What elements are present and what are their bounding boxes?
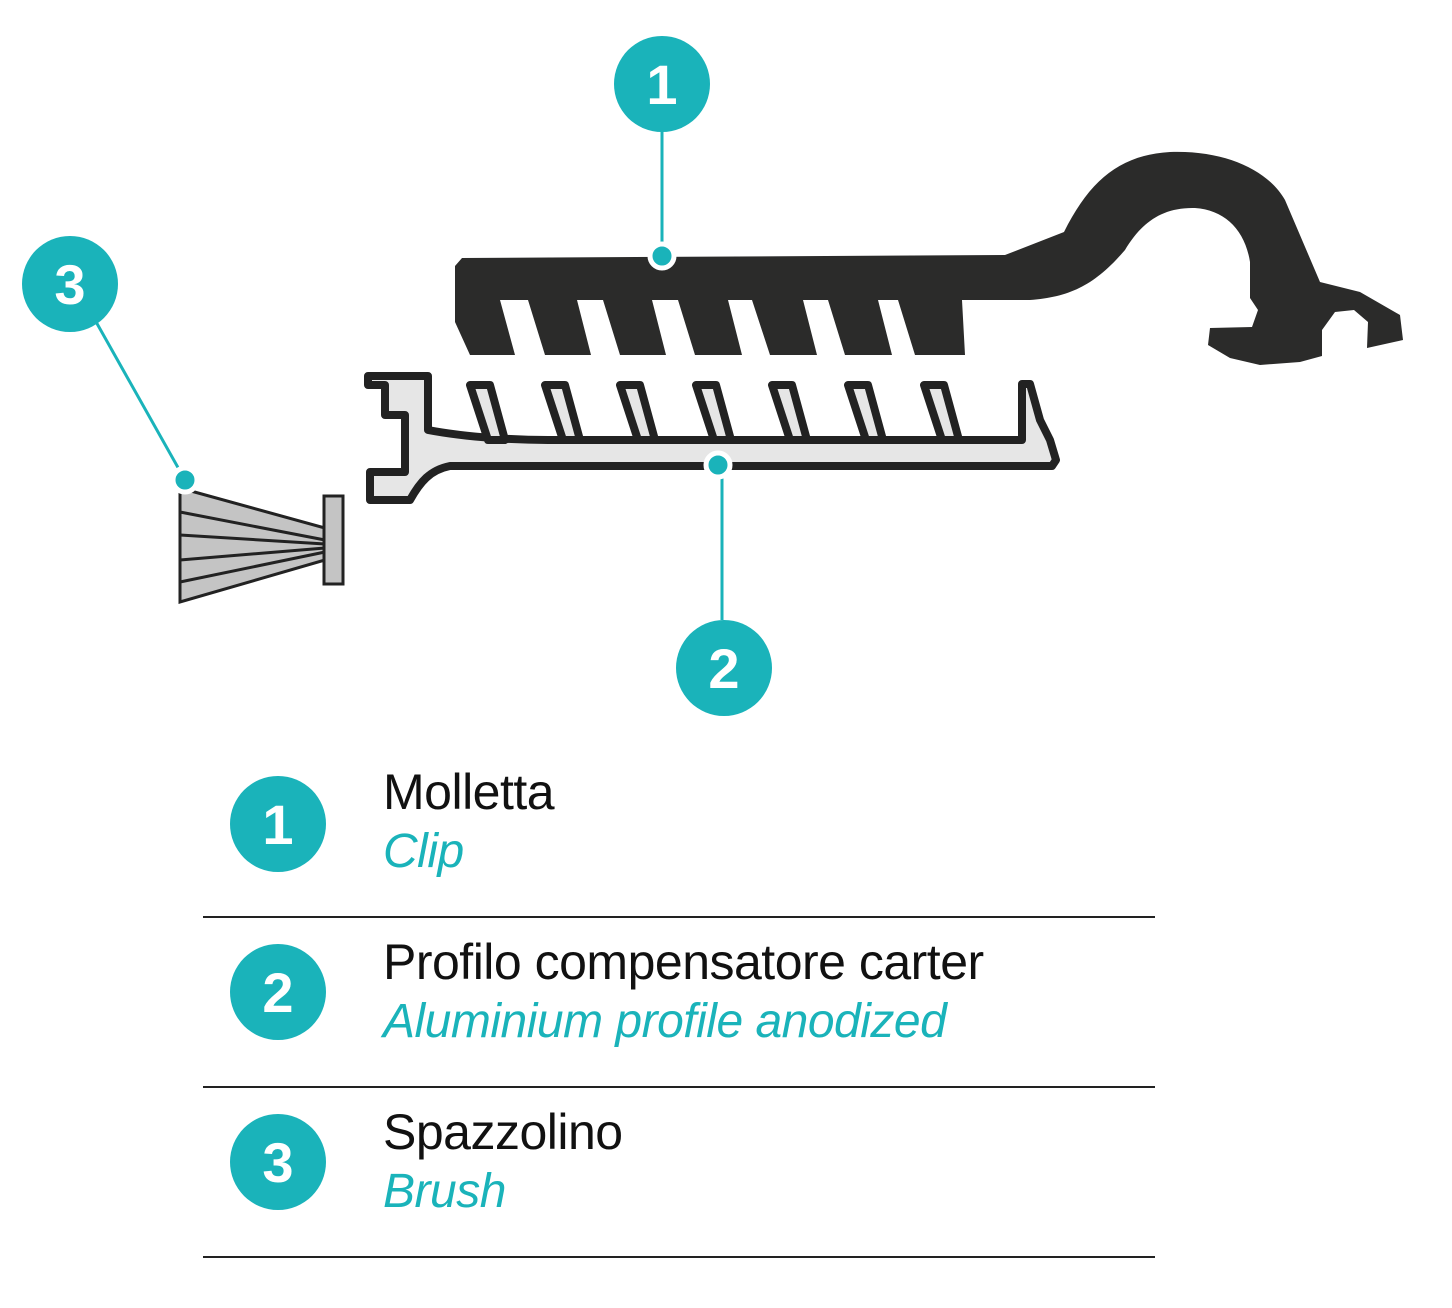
legend-name-en-2: Aluminium profile anodized xyxy=(383,995,947,1048)
legend-name-it-3: Spazzolino xyxy=(383,1104,623,1160)
profile-shape xyxy=(364,372,1060,504)
legend-name-it-2: Profilo compensatore carter xyxy=(383,934,984,990)
bristle-lines xyxy=(179,510,326,584)
callout-2: 2 xyxy=(676,620,772,716)
legend-row-3: 3 Spazzolino Brush xyxy=(203,1088,1155,1258)
callout-number-3: 3 xyxy=(54,253,85,316)
legend-text-2: Profilo compensatore carter Aluminium pr… xyxy=(383,932,984,1052)
legend-text-1: Molletta Clip xyxy=(383,762,555,882)
legend-name-en-3: Brush xyxy=(383,1165,506,1218)
legend-badge-3: 3 xyxy=(230,1114,326,1210)
legend-row-2: 2 Profilo compensatore carter Aluminium … xyxy=(203,918,1155,1088)
brush-bristles xyxy=(178,486,327,604)
callout-badge-3 xyxy=(22,236,118,332)
brush-base xyxy=(322,494,345,586)
anchor-dot-1 xyxy=(647,241,677,271)
legend-badge-1: 1 xyxy=(230,776,326,872)
callout-1: 1 xyxy=(614,36,710,132)
callout-number-2: 2 xyxy=(708,637,739,700)
clip-shape xyxy=(455,151,1403,365)
profile-part xyxy=(364,372,1060,504)
legend-row-1: 1 Molletta Clip xyxy=(203,750,1155,918)
clip-part xyxy=(455,151,1403,365)
cross-section-diagram: 1 2 3 xyxy=(22,36,1403,716)
parts-legend: 1 Molletta Clip 2 Profilo compensatore c… xyxy=(203,750,1155,1258)
legend-name-it-1: Molletta xyxy=(383,764,555,820)
callout-badge-2 xyxy=(676,620,772,716)
brush-part xyxy=(178,486,345,604)
legend-badge-2: 2 xyxy=(230,944,326,1040)
callout-3: 3 xyxy=(22,236,118,332)
anchor-dot-3 xyxy=(170,465,200,495)
callout-number-1: 1 xyxy=(646,53,677,116)
legend-text-3: Spazzolino Brush xyxy=(383,1102,623,1222)
legend-name-en-1: Clip xyxy=(383,825,464,878)
anchor-dots xyxy=(170,241,733,495)
callout-badge-1 xyxy=(614,36,710,132)
anchor-dot-2 xyxy=(703,450,733,480)
leader-lines xyxy=(93,130,724,620)
profile-teeth xyxy=(466,381,963,444)
